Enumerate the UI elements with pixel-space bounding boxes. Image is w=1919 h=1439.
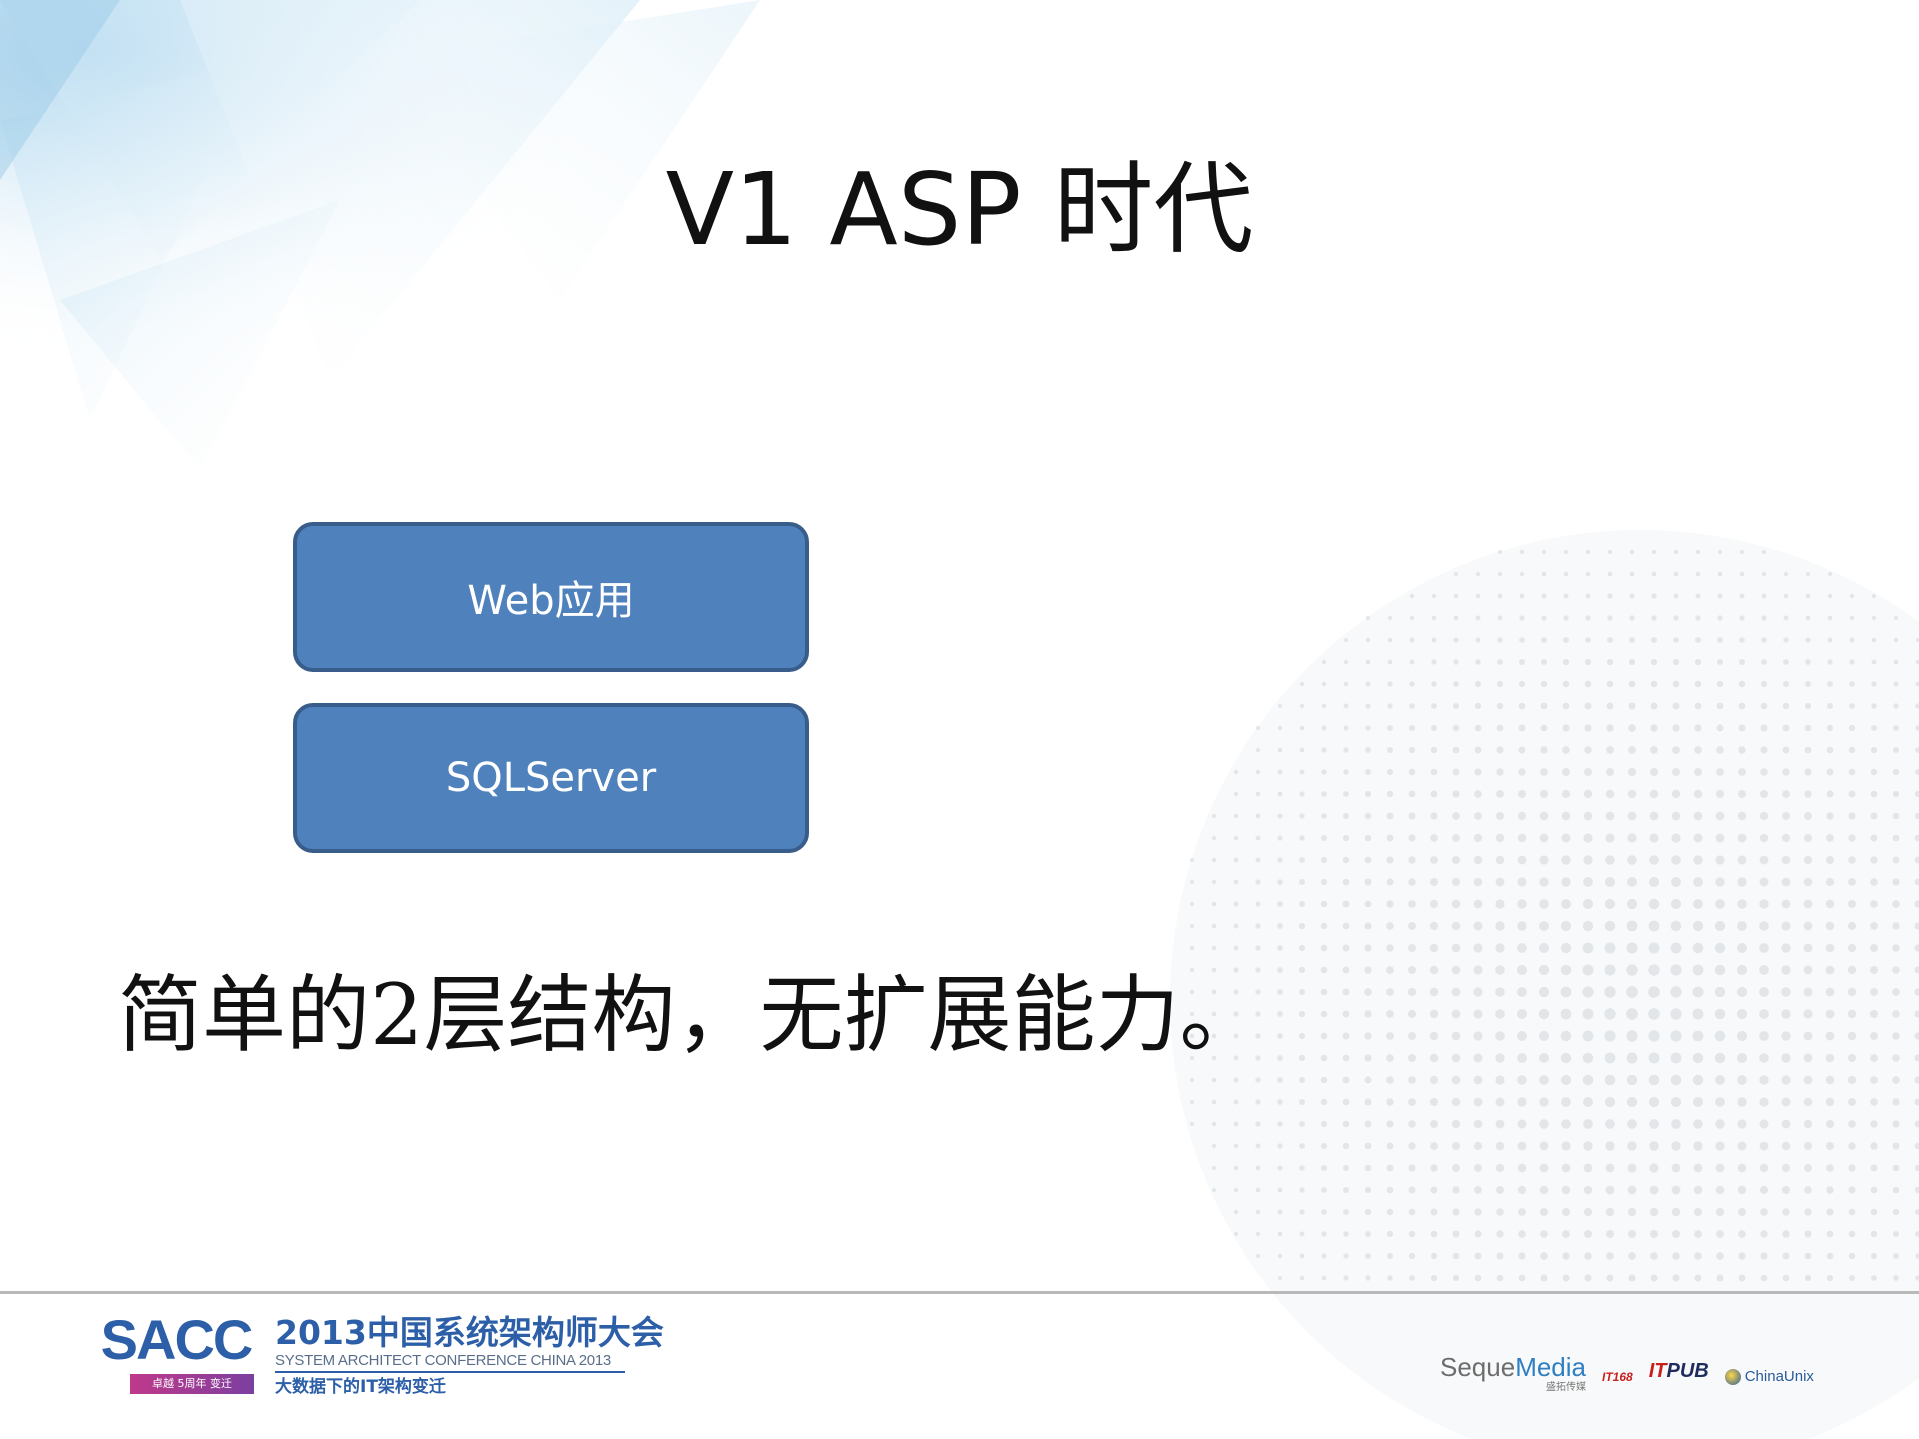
globe-dot-pattern [1170, 530, 1919, 1439]
it168-logo: IT168 [1602, 1370, 1633, 1384]
seque-text: Seque [1440, 1352, 1516, 1382]
body-text: 简单的2层结构，无扩展能力。 [118, 966, 1264, 1064]
sacc-logo: SACC 卓越 5周年 变迁 [96, 1308, 256, 1394]
partner-logos: SequeMedia 盛拓传媒 IT168 ITPUB ChinaUnix [1440, 1352, 1814, 1412]
conference-title: 2013中国系统架构师大会 [275, 1313, 664, 1352]
sqlserver-box: SQLServer [293, 703, 809, 853]
itpub-pub-text: PUB [1666, 1360, 1709, 1382]
sacc-logo-text: SACC [100, 1308, 254, 1371]
sacc-logo-ribbon: 卓越 5周年 变迁 [130, 1374, 254, 1394]
chinaunix-icon [1724, 1368, 1741, 1385]
slide-title: V1 ASP 时代 [665, 151, 1254, 268]
seque-media-chinese: 盛拓传媒 [1546, 1382, 1587, 1393]
media-text: Media [1515, 1352, 1587, 1382]
conference-rule [275, 1371, 625, 1373]
chinaunix-text: ChinaUnix [1744, 1368, 1814, 1385]
chinaunix-logo: ChinaUnix [1724, 1368, 1814, 1385]
footer-divider [0, 1291, 1919, 1294]
conference-slogan: 大数据下的IT架构变迁 [275, 1377, 446, 1397]
itpub-it-text: IT [1648, 1360, 1667, 1382]
itpub-logo: ITPUB [1649, 1360, 1709, 1383]
conference-subtitle: SYSTEM ARCHITECT CONFERENCE CHINA 2013 [275, 1352, 611, 1369]
sqlserver-label: SQLServer [445, 755, 657, 801]
web-app-label: Web应用 [467, 578, 635, 624]
seque-media-logo: SequeMedia 盛拓传媒 [1440, 1352, 1586, 1394]
conference-info: 2013中国系统架构师大会 SYSTEM ARCHITECT CONFERENC… [275, 1313, 664, 1397]
web-app-box: Web应用 [293, 522, 809, 672]
